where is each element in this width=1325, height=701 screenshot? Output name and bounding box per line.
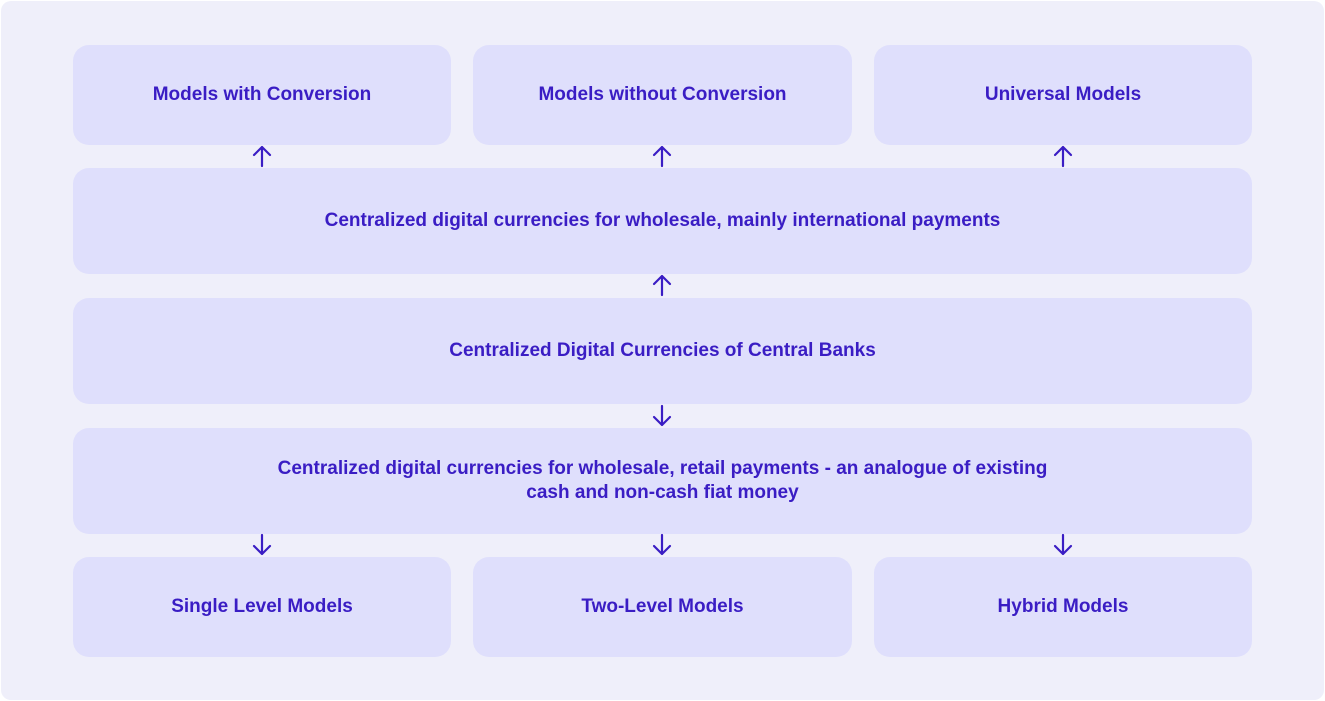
- arrow-up-icon: [1053, 144, 1073, 168]
- models-with-conversion-label: Models with Conversion: [152, 84, 372, 105]
- arrow-up-icon: [252, 144, 272, 168]
- wholesale-international-box: Centralized digital currencies for whole…: [73, 168, 1252, 274]
- models-with-conversion-box: Models with Conversion: [73, 45, 451, 145]
- arrow-up-icon: [652, 144, 672, 168]
- arrow-down-icon: [252, 533, 272, 557]
- wholesale-retail-label-line1: Centralized digital currencies for whole…: [277, 458, 1048, 479]
- arrow-up-icon: [652, 273, 672, 297]
- models-without-conversion-box: Models without Conversion: [473, 45, 852, 145]
- central-banks-box: Centralized Digital Currencies of Centra…: [73, 298, 1252, 404]
- universal-models-box: Universal Models: [874, 45, 1252, 145]
- wholesale-retail-label-line2: cash and non-cash fiat money: [526, 482, 799, 503]
- hybrid-models-label: Hybrid Models: [997, 596, 1129, 617]
- single-level-models-label: Single Level Models: [171, 596, 353, 617]
- arrow-down-icon: [1053, 533, 1073, 557]
- single-level-models-box: Single Level Models: [73, 557, 451, 657]
- central-banks-label: Centralized Digital Currencies of Centra…: [449, 340, 876, 361]
- wholesale-international-label: Centralized digital currencies for whole…: [324, 210, 1001, 231]
- hybrid-models-box: Hybrid Models: [874, 557, 1252, 657]
- arrow-down-icon: [652, 404, 672, 428]
- models-without-conversion-label: Models without Conversion: [538, 84, 787, 105]
- two-level-models-box: Two-Level Models: [473, 557, 852, 657]
- universal-models-label: Universal Models: [984, 84, 1142, 105]
- two-level-models-label: Two-Level Models: [581, 596, 744, 617]
- arrow-down-icon: [652, 533, 672, 557]
- wholesale-retail-box: Centralized digital currencies for whole…: [73, 428, 1252, 534]
